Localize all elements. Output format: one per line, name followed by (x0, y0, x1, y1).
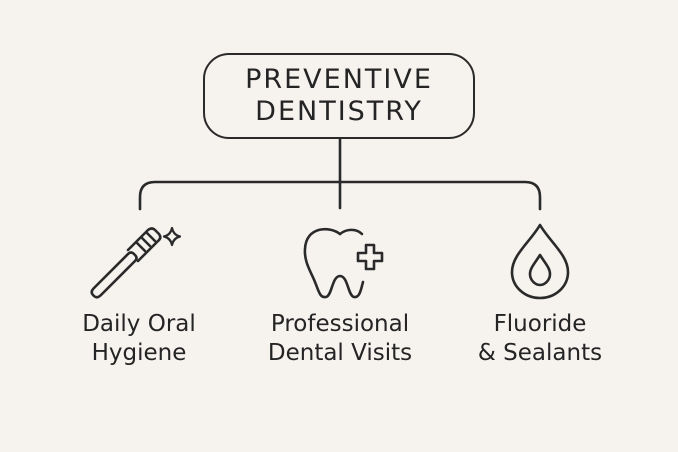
branch-label-line-1: Daily Oral (82, 311, 196, 337)
branch-label-professional-dental-visits: Professional Dental Visits (240, 310, 440, 368)
branch-label-daily-oral-hygiene: Daily Oral Hygiene (39, 310, 239, 368)
toothbrush-icon (90, 226, 182, 299)
branch-label-line-2: Dental Visits (267, 340, 413, 366)
tooth-plus-icon (303, 227, 384, 299)
root-title-line-1: PREVENTIVE (245, 64, 433, 95)
root-title-line-2: DENTISTRY (255, 96, 423, 127)
root-node: PREVENTIVE DENTISTRY (203, 53, 475, 139)
branch-label-line-1: Professional (270, 311, 410, 337)
droplet-icon (510, 223, 570, 300)
branch-bus (138, 180, 542, 211)
branch-label-line-2: & Sealants (477, 340, 603, 366)
branch-label-fluoride-sealants: Fluoride & Sealants (440, 310, 640, 368)
branch-label-line-1: Fluoride (493, 311, 587, 337)
branch-label-line-2: Hygiene (91, 340, 187, 366)
